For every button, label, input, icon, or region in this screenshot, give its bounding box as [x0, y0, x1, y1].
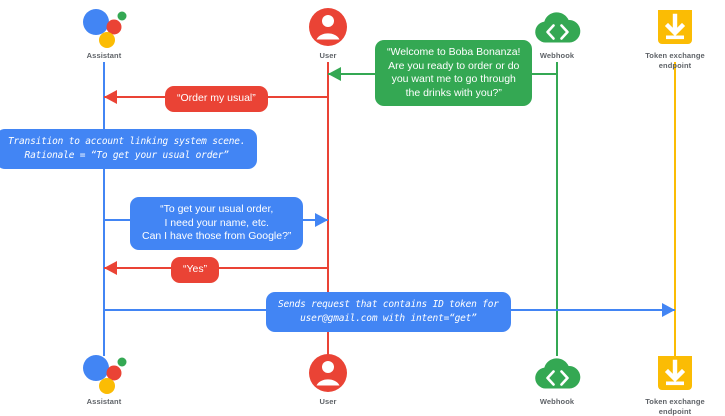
download-box-icon: [615, 352, 725, 394]
arrow-head-left: [104, 90, 117, 104]
actor-label-endpoint: Token exchange endpoint: [645, 397, 705, 416]
message-bubble-sends-request: Sends request that contains ID token for…: [266, 292, 511, 332]
actor-user-top[interactable]: User: [268, 6, 388, 61]
download-box-icon: [615, 6, 725, 48]
actor-webhook-bottom[interactable]: Webhook: [497, 352, 617, 407]
actor-label-webhook: Webhook: [539, 397, 575, 406]
actor-assistant-bottom[interactable]: Assistant: [44, 352, 164, 407]
actor-label-webhook: Webhook: [539, 51, 575, 60]
actor-endpoint-bottom[interactable]: Token exchange endpoint: [615, 352, 725, 416]
message-bubble-welcome: “Welcome to Boba Bonanza! Are you ready …: [375, 40, 533, 106]
actor-assistant-top[interactable]: Assistant: [44, 6, 164, 61]
lifeline-user: [327, 62, 329, 356]
message-bubble-transition-note: Transition to account linking system sce…: [0, 129, 258, 169]
message-bubble-need-your-name: “To get your usual order, I need your na…: [130, 197, 304, 250]
message-bubble-yes: “Yes”: [171, 257, 220, 283]
arrow-head-right: [315, 213, 328, 227]
actor-webhook-top[interactable]: Webhook: [497, 6, 617, 61]
actor-label-user: User: [319, 51, 337, 60]
lifeline-endpoint: [674, 62, 676, 356]
google-assistant-icon: [44, 6, 164, 48]
actor-label-user: User: [319, 397, 337, 406]
user-avatar-icon: [268, 352, 388, 394]
lifeline-assistant: [103, 62, 105, 356]
actor-user-bottom[interactable]: User: [268, 352, 388, 407]
cloud-code-icon: [497, 6, 617, 48]
cloud-code-icon: [497, 352, 617, 394]
arrow-head-left: [328, 67, 341, 81]
google-assistant-icon: [44, 352, 164, 394]
user-avatar-icon: [268, 6, 388, 48]
arrow-head-right: [662, 303, 675, 317]
actor-label-endpoint: Token exchange endpoint: [645, 51, 705, 70]
actor-label-assistant: Assistant: [86, 397, 122, 406]
arrow-head-left: [104, 261, 117, 275]
message-bubble-order-my-usual: “Order my usual”: [165, 86, 268, 112]
actor-endpoint-top[interactable]: Token exchange endpoint: [615, 6, 725, 70]
lifeline-webhook: [556, 62, 558, 356]
actor-label-assistant: Assistant: [86, 51, 122, 60]
